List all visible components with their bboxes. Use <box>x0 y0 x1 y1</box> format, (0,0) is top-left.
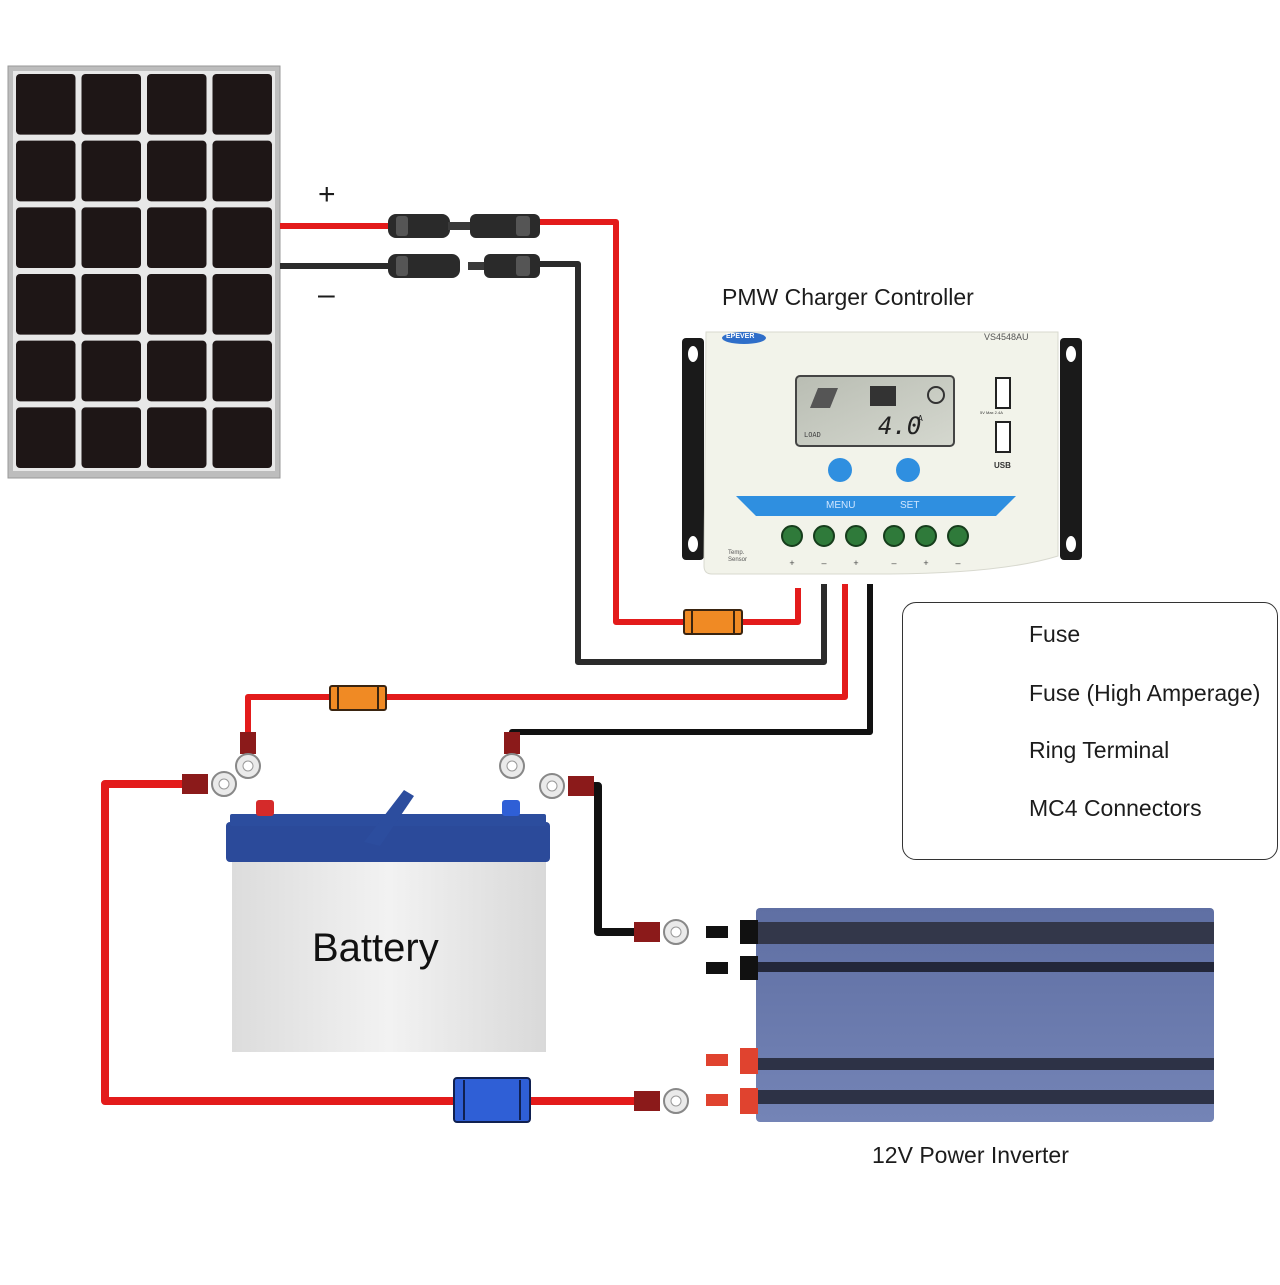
fuse-icon <box>329 685 387 711</box>
solar-cell <box>16 407 76 468</box>
menu-label: MENU <box>826 500 856 511</box>
solar-cell <box>16 340 76 402</box>
solar-cell <box>147 207 207 268</box>
inverter-positive-wire <box>101 780 640 1105</box>
solar-cell <box>212 207 272 268</box>
solar-cell <box>16 207 76 268</box>
ring-terminal-icon <box>634 919 689 945</box>
lcd-mode: LOAD <box>804 431 821 439</box>
legend-item-high-amp-fuse: Fuse (High Amperage) <box>1029 680 1261 706</box>
ring-terminal-icon <box>634 1088 689 1114</box>
controller-terminal <box>883 525 905 547</box>
solar-cell <box>212 74 272 135</box>
battery-negative-terminal <box>502 800 520 816</box>
terminal-polarity-label: + <box>853 558 858 568</box>
power-inverter <box>706 908 1214 1122</box>
solar-cells <box>16 74 272 468</box>
high-amp-fuse-icon <box>453 1077 531 1123</box>
solar-cell <box>212 340 272 402</box>
temp-sensor-label: Temp. Sensor <box>728 550 748 563</box>
terminal-polarity-label: – <box>955 558 960 568</box>
panel-negative-label: – <box>318 278 335 311</box>
battery-positive-wire <box>245 584 848 734</box>
solar-cell <box>147 74 207 135</box>
terminal-polarity-label: – <box>821 558 826 568</box>
lcd-unit: A <box>918 414 923 423</box>
set-button <box>896 458 920 482</box>
panel-wires <box>101 219 873 1105</box>
menu-button <box>828 458 852 482</box>
model-label: VS4548AU <box>984 332 1029 342</box>
battery <box>226 790 550 1052</box>
terminal-polarity-label: + <box>923 558 928 568</box>
set-label: SET <box>900 500 920 511</box>
brand-logo <box>722 332 766 344</box>
legend-item-fuse: Fuse <box>1029 621 1081 647</box>
solar-cell <box>16 140 76 202</box>
controller-terminal <box>781 525 803 547</box>
controller-terminals: + – + – + – <box>781 525 969 568</box>
battery-negative-wire <box>509 584 873 748</box>
solar-cell <box>147 340 207 402</box>
controller-pv-negative-wire <box>535 261 827 665</box>
panel-positive-label: + <box>318 178 336 211</box>
terminal-polarity-label: + <box>789 558 794 568</box>
usb-label: USB <box>994 461 1011 470</box>
solar-cell <box>81 340 141 402</box>
solar-cell <box>147 140 207 202</box>
controller-terminal <box>845 525 867 547</box>
legend-item-ring-terminal: Ring Terminal <box>1029 737 1170 763</box>
solar-cell <box>212 274 272 335</box>
ring-terminal-icon <box>539 773 594 799</box>
brand-label: EPEVER <box>726 333 755 340</box>
battery-label: Battery <box>312 926 439 970</box>
solar-cell <box>81 407 141 468</box>
controller-pv-positive-wire <box>535 219 801 625</box>
charge-controller: + – + – + – <box>682 331 1082 575</box>
solar-cell <box>81 274 141 335</box>
terminal-polarity-label: – <box>891 558 896 568</box>
solar-cell <box>147 407 207 468</box>
mc4-connector-icon <box>388 214 540 278</box>
battery-positive-terminal <box>256 800 274 816</box>
ring-terminal-icon <box>182 771 237 797</box>
ring-terminals <box>182 732 689 1114</box>
solar-cell <box>147 274 207 335</box>
solar-cell <box>212 140 272 202</box>
legend-item-mc4: MC4 Connectors <box>1029 795 1202 821</box>
solar-cell <box>212 407 272 468</box>
solar-cell <box>81 74 141 135</box>
solar-panel <box>7 65 281 479</box>
legend: Fuse Fuse (High Amperage) Ring Terminal … <box>902 602 1278 860</box>
inverter-title: 12V Power Inverter <box>872 1142 1069 1168</box>
solar-cell <box>81 207 141 268</box>
controller-terminal <box>947 525 969 547</box>
lcd-value: 4.0 <box>878 412 922 440</box>
controller-title: PMW Charger Controller <box>722 284 974 310</box>
ring-terminal-icon <box>499 732 525 779</box>
solar-cell <box>81 140 141 202</box>
fuse-icon <box>683 609 743 635</box>
solar-cell <box>16 274 76 335</box>
controller-terminal <box>915 525 937 547</box>
ring-terminal-icon <box>235 732 261 779</box>
inverter-negative-wire <box>588 782 640 936</box>
solar-cell <box>16 74 76 135</box>
controller-terminal <box>813 525 835 547</box>
usb-spec: 5V Max 2.4A <box>980 410 1003 415</box>
